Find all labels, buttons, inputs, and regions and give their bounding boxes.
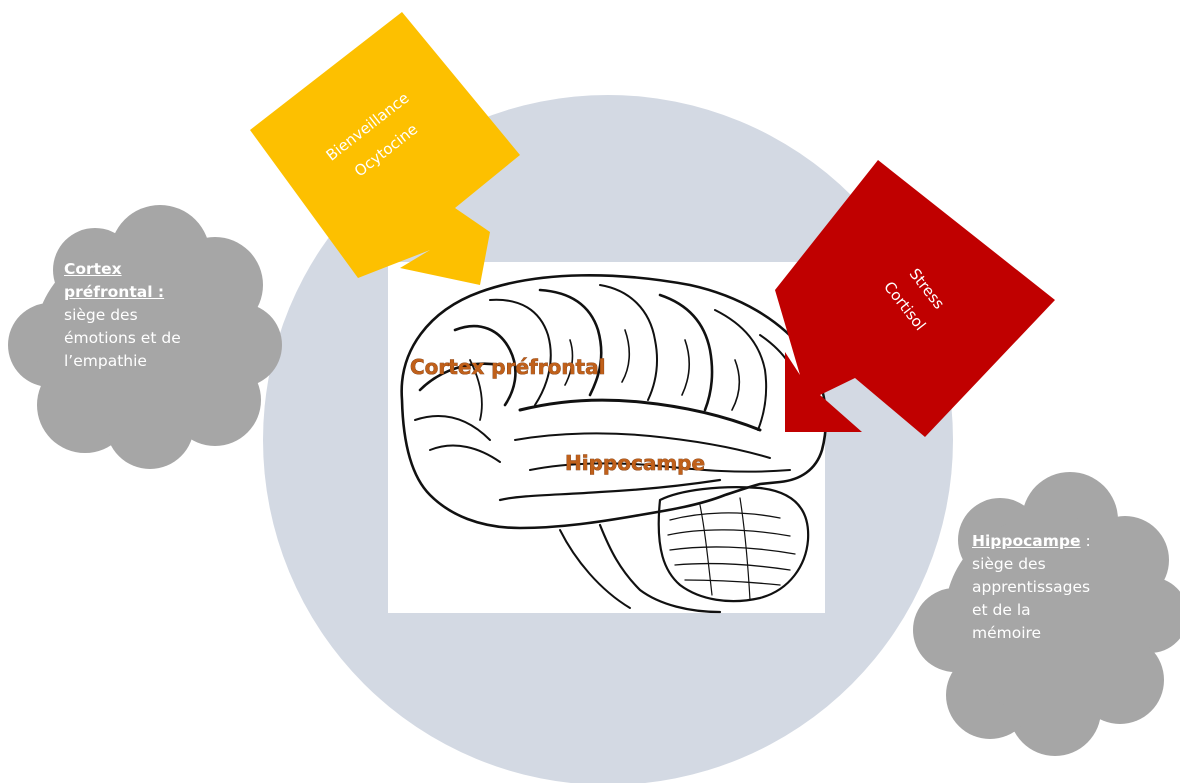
right-cloud-body-line: mémoire xyxy=(972,624,1042,642)
left-cloud-text: Cortex préfrontal : siège des émotions e… xyxy=(64,258,181,373)
brain-panel xyxy=(388,262,825,613)
right-cloud-body-line: siège des xyxy=(972,555,1046,573)
left-cloud-title-line1: Cortex xyxy=(64,260,122,278)
right-cloud-shape xyxy=(913,472,1180,756)
cortex-region-label: Cortex préfrontal xyxy=(410,355,605,379)
hippocampus-region-label: Hippocampe xyxy=(565,451,705,475)
kindness-arrow: Bienveillance Ocytocine xyxy=(250,12,520,285)
left-cloud-body-line: siège des xyxy=(64,306,138,324)
left-cloud-title-line2: préfrontal : xyxy=(64,283,165,301)
brain-illustration xyxy=(400,274,828,614)
right-cloud-title-word: Hippocampe xyxy=(972,532,1081,550)
left-cloud-shape xyxy=(8,205,282,469)
right-cloud-body-line: apprentissages xyxy=(972,578,1091,596)
left-cloud-body-line: émotions et de xyxy=(64,329,181,347)
right-cloud-body-line: et de la xyxy=(972,601,1031,619)
stress-arrow: Stress Cortisol xyxy=(775,160,1055,437)
left-cloud-body-line: l’empathie xyxy=(64,352,147,370)
right-cloud-title: Hippocampe : xyxy=(972,530,1091,553)
right-cloud-title-suffix: : xyxy=(1080,532,1091,550)
right-cloud-text: Hippocampe : siège des apprentissages et… xyxy=(972,530,1091,645)
